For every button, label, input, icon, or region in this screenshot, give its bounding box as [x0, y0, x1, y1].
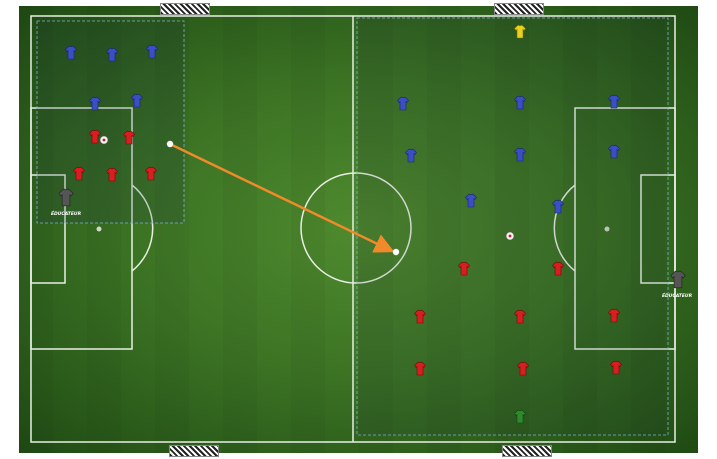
arrow-end-cone-icon[interactable] — [393, 249, 399, 255]
penalty-spot-left — [97, 227, 102, 232]
coach-right-jersey-icon[interactable] — [671, 271, 685, 288]
ball-icon[interactable] — [506, 232, 514, 240]
arrow-start-cone-icon[interactable] — [167, 141, 173, 147]
ball-icon[interactable] — [100, 136, 108, 144]
zone-right[interactable] — [357, 18, 668, 435]
